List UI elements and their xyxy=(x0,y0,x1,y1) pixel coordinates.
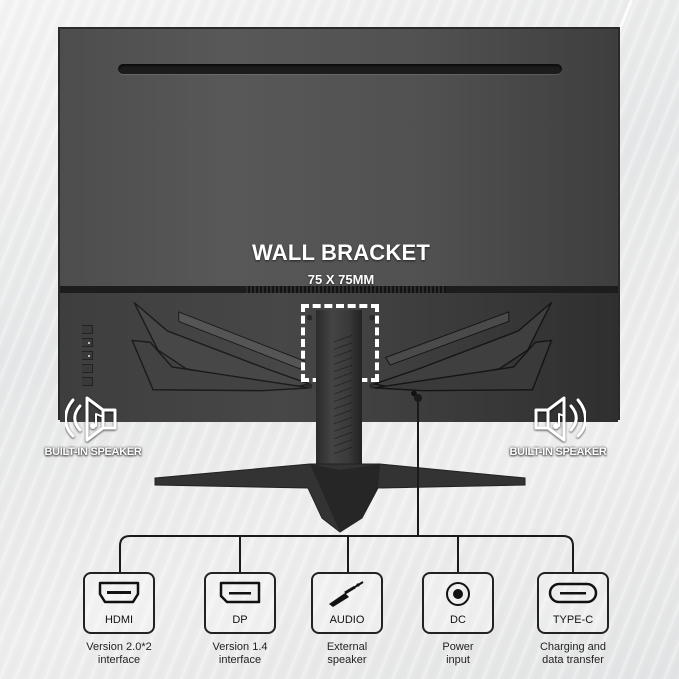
wall-bracket-title: WALL BRACKET xyxy=(252,240,430,265)
port-desc-line2: input xyxy=(446,654,470,666)
osd-button-group xyxy=(82,325,93,386)
port-audio-box: AUDIO xyxy=(311,572,383,634)
speaker-grille xyxy=(246,286,446,293)
port-displayport: DP Version 1.4 interface xyxy=(185,572,295,667)
stand-base xyxy=(154,463,526,533)
built-in-speaker-left: BUILT-IN SPEAKER xyxy=(28,392,158,458)
osd-button-3[interactable] xyxy=(82,351,93,360)
osd-button-2[interactable] xyxy=(82,338,93,347)
port-desc-line1: Charging and xyxy=(539,641,607,653)
wall-bracket-size: 75 X 75MM xyxy=(307,272,375,287)
osd-button-5[interactable] xyxy=(82,377,93,386)
top-vent-slot xyxy=(118,64,562,74)
port-type-c: TYPE-C Charging and data transfer xyxy=(518,572,628,667)
osd-button-4[interactable] xyxy=(82,364,93,373)
port-desc-type-c: Charging and data transfer xyxy=(518,641,628,667)
speaker-sound-right-icon xyxy=(534,396,586,442)
port-label-hdmi: HDMI xyxy=(104,614,134,626)
dc-power-icon xyxy=(446,582,470,606)
port-desc-audio: External speaker xyxy=(292,641,402,667)
speaker-label-right: BUILT-IN SPEAKER xyxy=(509,446,607,458)
port-label-dc: DC xyxy=(450,614,466,626)
port-desc-line1: Version 1.4 xyxy=(212,641,268,653)
usb-type-c-icon xyxy=(548,582,598,604)
port-desc-hdmi: Version 2.0*2 interface xyxy=(64,641,174,667)
port-desc-line1: Power xyxy=(442,641,474,653)
port-label-audio: AUDIO xyxy=(329,614,365,626)
port-dc-box: DC xyxy=(422,572,494,634)
port-desc-line2: data transfer xyxy=(542,654,604,666)
port-desc-line2: speaker xyxy=(327,654,367,666)
speaker-sound-left-icon xyxy=(65,396,117,442)
port-desc-dp: Version 1.4 interface xyxy=(185,641,295,667)
port-desc-line1: External xyxy=(326,641,368,653)
osd-button-1[interactable] xyxy=(82,325,93,334)
port-desc-dc: Power input xyxy=(403,641,513,667)
port-audio: AUDIO External speaker xyxy=(292,572,402,667)
port-desc-line2: interface xyxy=(218,654,262,666)
audio-jack-icon xyxy=(329,581,364,607)
rear-wing-design xyxy=(131,301,553,397)
port-label-dp: DP xyxy=(232,614,248,626)
port-hdmi-box: HDMI xyxy=(83,572,155,634)
port-hdmi: HDMI Version 2.0*2 interface xyxy=(64,572,174,667)
built-in-speaker-right: BUILT-IN SPEAKER xyxy=(493,392,623,458)
port-dc: DC Power input xyxy=(403,572,513,667)
monitor-rear-view: WALL BRACKET 75 X 75MM xyxy=(58,27,620,422)
stand-chevron-pattern xyxy=(334,335,352,455)
port-dp-box: DP xyxy=(204,572,276,634)
speaker-label-left: BUILT-IN SPEAKER xyxy=(44,446,142,458)
stand-neck xyxy=(316,310,362,482)
hdmi-port-icon xyxy=(98,581,140,604)
port-desc-line1: Version 2.0*2 xyxy=(86,641,152,653)
port-desc-line2: interface xyxy=(97,654,141,666)
displayport-icon xyxy=(219,581,261,604)
port-label-type-c: TYPE-C xyxy=(552,614,594,626)
port-type-c-box: TYPE-C xyxy=(537,572,609,634)
